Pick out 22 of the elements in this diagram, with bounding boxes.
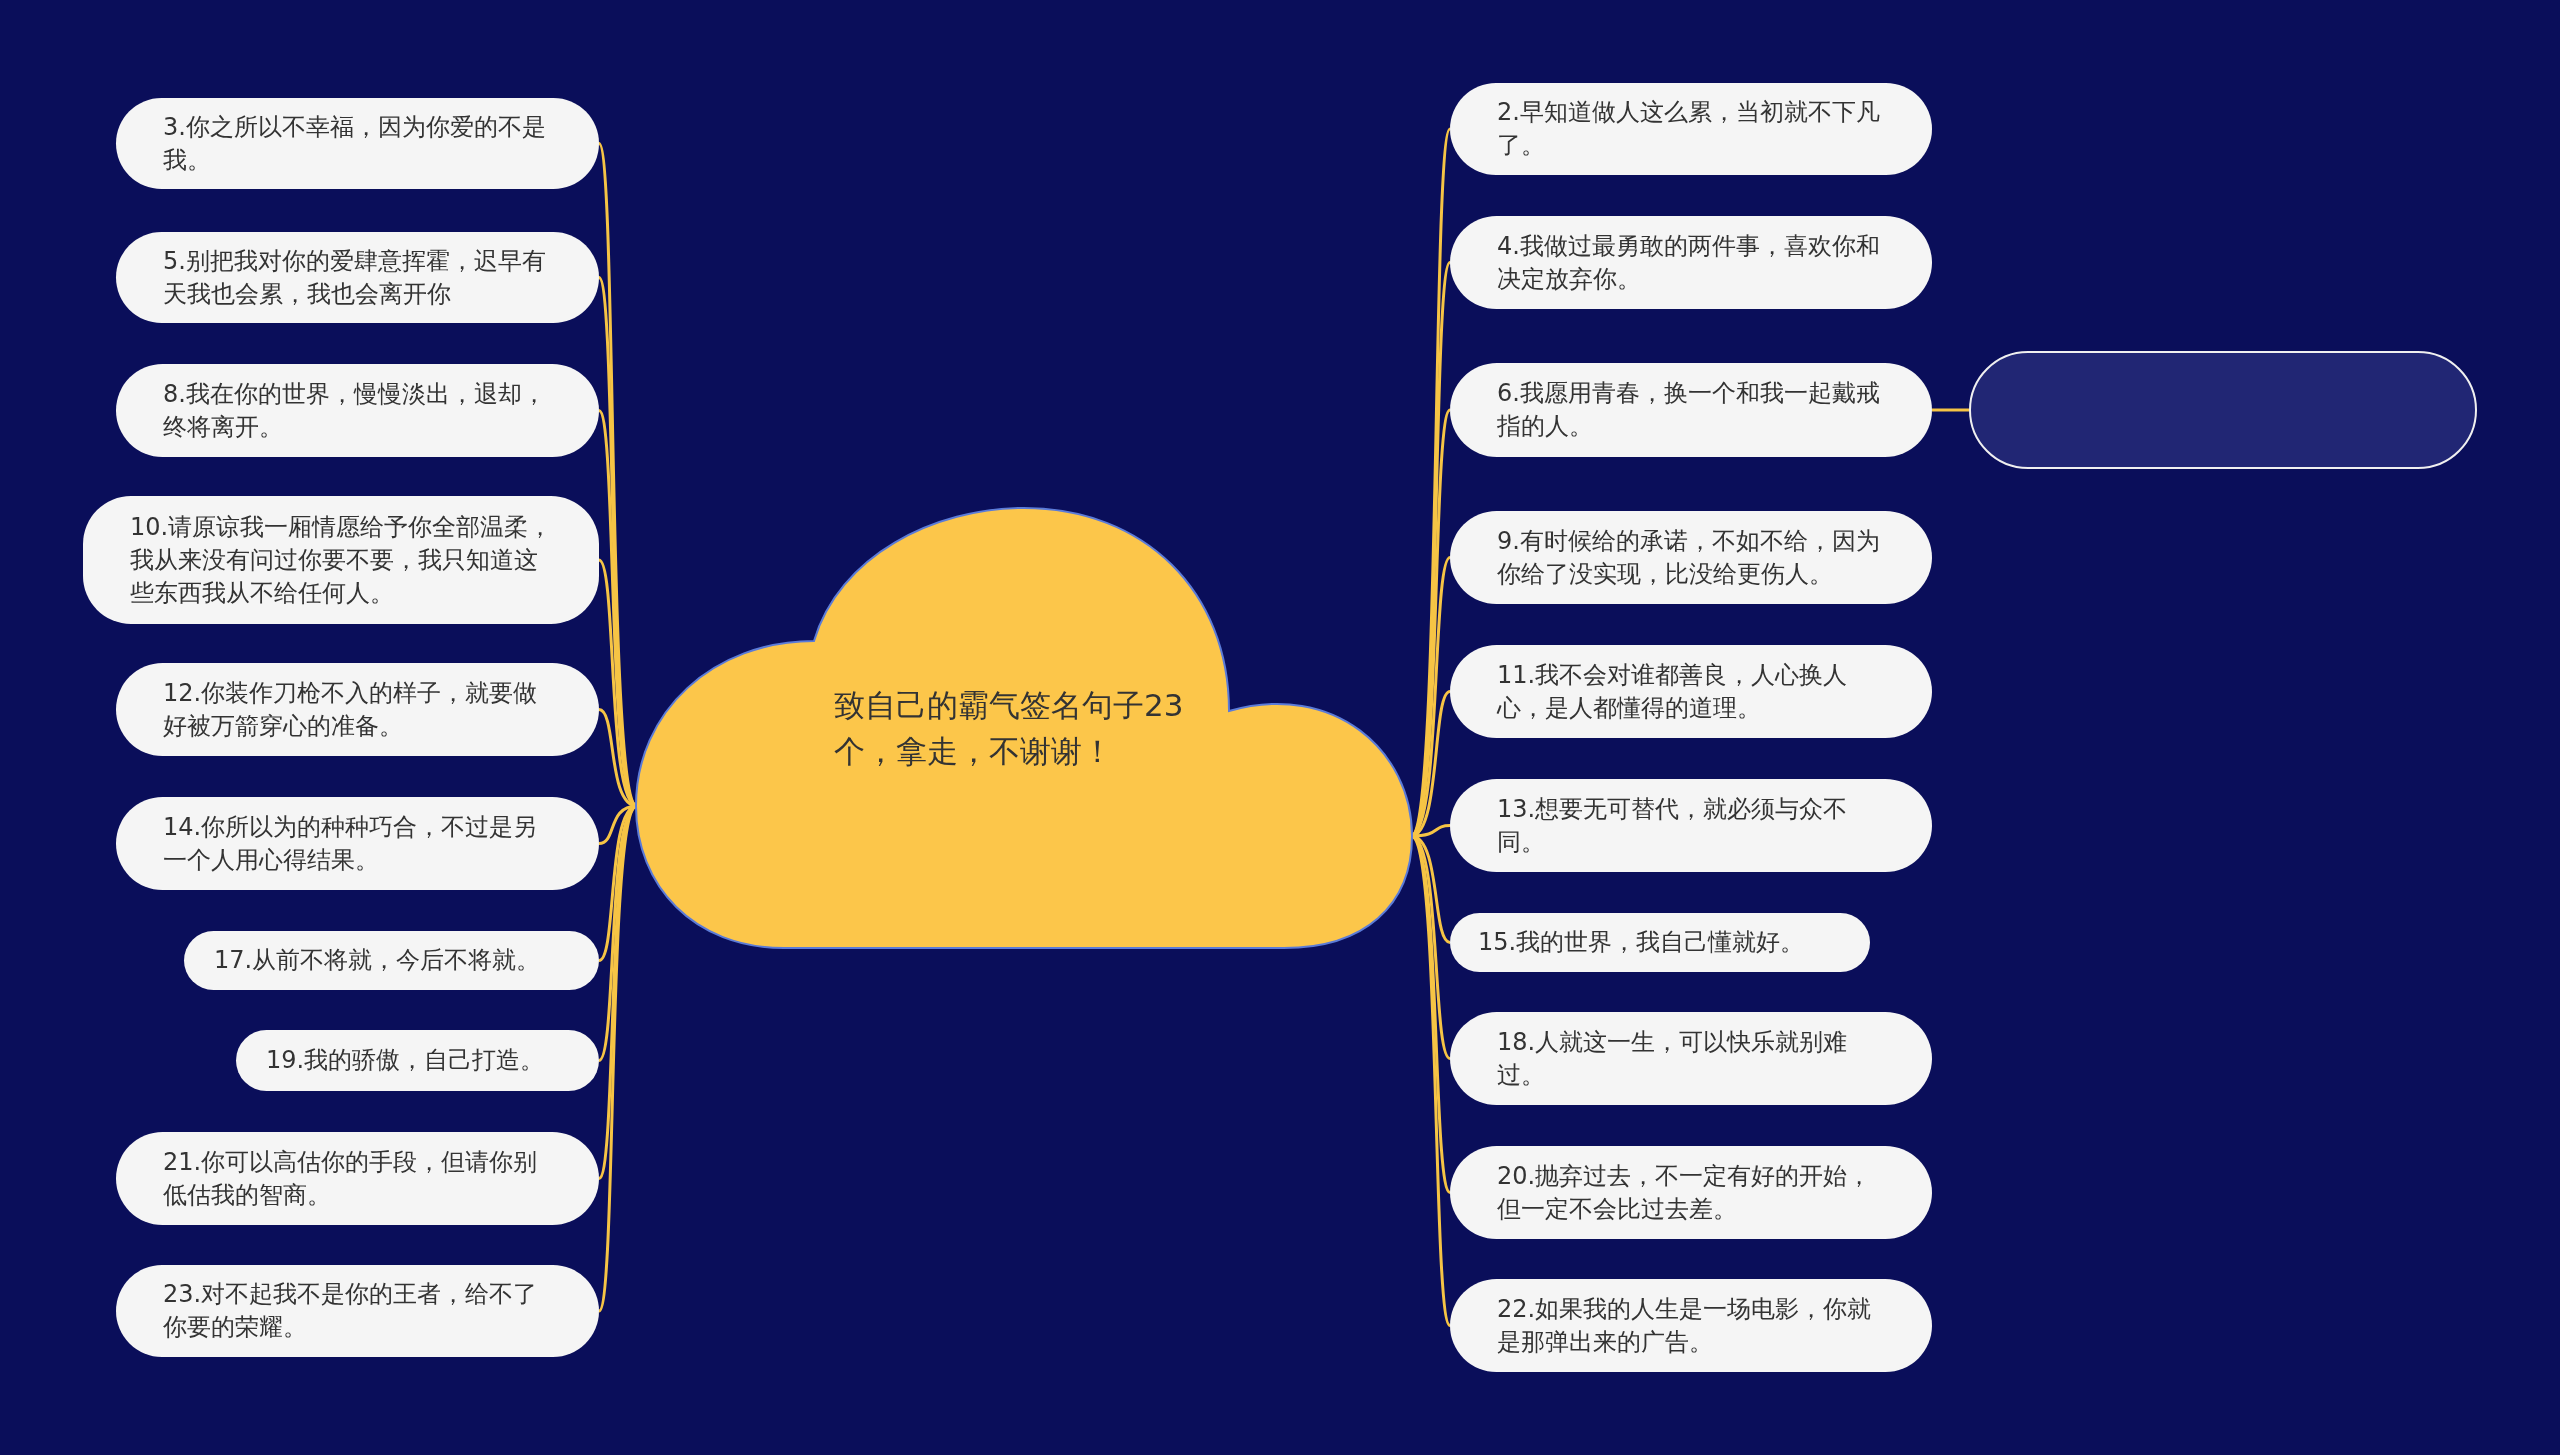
quote-box: 3.你之所以不幸福，因为你爱的不是我。 — [116, 98, 599, 189]
connector-line — [1932, 408, 1969, 412]
quote-box: 19.我的骄傲，自己打造。 — [236, 1030, 599, 1091]
quote-box: 15.我的世界，我自己懂就好。 — [1450, 913, 1870, 972]
quote-box: 4.我做过最勇敢的两件事，喜欢你和决定放弃你。 — [1450, 216, 1932, 309]
quote-box: 12.你装作刀枪不入的样子，就要做好被万箭穿心的准备。 — [116, 663, 599, 756]
quote-box: 18.人就这一生，可以快乐就别难过。 — [1450, 1012, 1932, 1105]
quote-box: 8.我在你的世界，慢慢淡出，退却，终将离开。 — [116, 364, 599, 457]
quote-box: 20.抛弃过去，不一定有好的开始，但一定不会比过去差。 — [1450, 1146, 1932, 1239]
quote-box: 21.你可以高估你的手段，但请你别低估我的智商。 — [116, 1132, 599, 1225]
quote-box: 2.早知道做人这么累，当初就不下凡了。 — [1450, 83, 1932, 175]
quote-box: 5.别把我对你的爱肆意挥霍，迟早有天我也会累，我也会离开你 — [116, 232, 599, 323]
quote-box: 17.从前不将就，今后不将就。 — [184, 931, 599, 990]
quote-box: 14.你所以为的种种巧合，不过是另一个人用心得结果。 — [116, 797, 599, 890]
quote-box: 22.如果我的人生是一场电影，你就是那弹出来的广告。 — [1450, 1279, 1932, 1372]
quote-box: 23.对不起我不是你的王者，给不了你要的荣耀。 — [116, 1265, 599, 1357]
quote-box: 10.请原谅我一厢情愿给予你全部温柔，我从来没有问过你要不要，我只知道这些东西我从不给任何人。 — [83, 496, 599, 624]
cloud-shape: 致自己的霸气签名句子23个，拿走，不谢谢！ — [634, 506, 1414, 950]
quote-box: 9.有时候给的承诺，不如不给，因为你给了没实现，比没给更伤人。 — [1450, 511, 1932, 604]
quote-box: 6.我愿用青春，换一个和我一起戴戒指的人。 — [1450, 363, 1932, 457]
quote-box: 11.我不会对谁都善良，人心换人心，是人都懂得的道理。 — [1450, 645, 1932, 738]
quote-box: 13.想要无可替代，就必须与众不同。 — [1450, 779, 1932, 872]
